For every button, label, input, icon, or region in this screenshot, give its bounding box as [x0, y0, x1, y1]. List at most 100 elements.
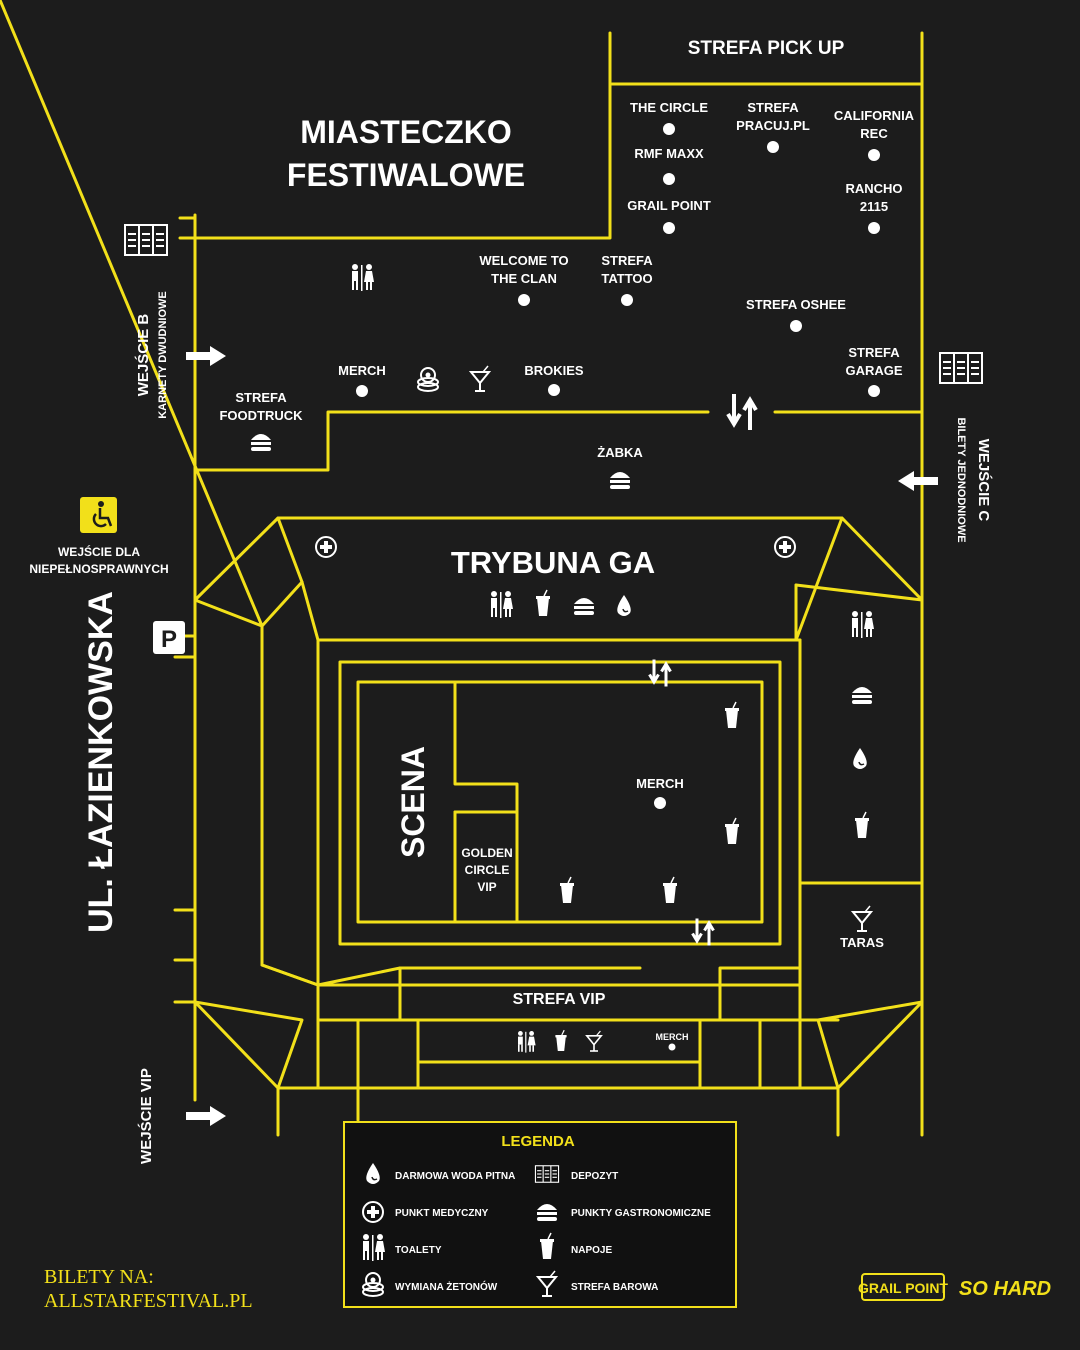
legend-item-label: NAPOJE: [571, 1245, 612, 1256]
poi-pracuj-label-2: PRACUJ.PL: [736, 118, 810, 133]
poi-california-label-2: REC: [860, 126, 888, 141]
drink-cup-icon: [535, 589, 551, 617]
cocktail-icon: [585, 1030, 603, 1052]
golden-circle-label-1: GOLDEN: [461, 846, 512, 860]
cocktail-icon: [852, 905, 872, 932]
burger-icon: [574, 598, 594, 615]
poi-rancho-label-1: RANCHO: [845, 181, 902, 196]
poi-pracuj-label-1: STREFA: [747, 100, 799, 115]
legend-item-label: STREFA BAROWA: [571, 1282, 658, 1293]
poi-the-circle-label: THE CIRCLE: [630, 100, 708, 115]
legend-item-label: TOALETY: [395, 1245, 442, 1256]
tickets-label: BILETY NA:: [44, 1266, 154, 1288]
vip-zone-title: STREFA VIP: [513, 991, 606, 1008]
poi-merch-vip-label: MERCH: [656, 1032, 689, 1042]
poi-tattoo-dot[interactable]: [621, 294, 633, 306]
toilet-icon: [852, 611, 874, 638]
water-drop-icon: [616, 594, 632, 617]
route-lines: [0, 0, 924, 1137]
poi-merch-top-label: MERCH: [338, 363, 386, 378]
pickup-zone-label: STREFA PICK UP: [688, 38, 845, 59]
legend-item-label: DEPOZYT: [571, 1171, 618, 1182]
medical-cross-icon: [315, 536, 337, 558]
toilet-icon: [491, 591, 513, 618]
festival-town-title-1: MIASTECZKO: [300, 114, 512, 150]
poi-tattoo-label-1: STREFA: [601, 253, 653, 268]
poi-foodtruck-label-1: STREFA: [235, 390, 287, 405]
entrance-vip-title: WEJŚCIE VIP: [137, 1068, 155, 1164]
poi-merch-floor-label: MERCH: [636, 776, 684, 791]
street-name: UL. ŁAZIENKOWSKA: [82, 591, 120, 933]
wheelchair-icon: [80, 497, 117, 533]
grandstand-title: TRYBUNA GA: [451, 545, 655, 580]
poi-rmf-dot[interactable]: [663, 173, 675, 185]
locker-icon: [939, 352, 983, 384]
burger-icon: [852, 687, 872, 704]
poi-foodtruck-label-2: FOODTRUCK: [219, 408, 303, 423]
poi-the-circle-dot[interactable]: [663, 123, 675, 135]
drink-cup-icon: [724, 817, 740, 845]
poi-grail-label: GRAIL POINT: [627, 198, 711, 213]
golden-circle-label-3: VIP: [477, 880, 496, 894]
locker-icon: [124, 224, 168, 256]
drink-cup-icon: [559, 876, 575, 904]
tickets-url[interactable]: ALLSTARFESTIVAL.PL: [44, 1290, 253, 1312]
poi-garage-label-2: GARAGE: [845, 363, 902, 378]
legend-item-label: WYMIANA ŻETONÓW: [395, 1280, 498, 1293]
entrances: WEJŚCIE B KARNETY DWUDNIOWE WEJŚCIE C BI…: [29, 291, 993, 1164]
poi-rancho-label-2: 2115: [860, 199, 888, 214]
water-drop-icon: [852, 747, 868, 770]
poi-markers: THE CIRCLE STREFA PRACUJ.PL CALIFORNIA R…: [219, 100, 915, 1051]
entrance-b-title: WEJŚCIE B: [134, 314, 152, 397]
festival-town-title-2: FESTIWALOWE: [287, 157, 525, 193]
entrance-c-arrow-icon[interactable]: [898, 471, 938, 491]
disabled-entrance-label-2: NIEPEŁNOSPRAWNYCH: [29, 562, 168, 576]
entrance-b-subtitle: KARNETY DWUDNIOWE: [157, 291, 169, 419]
poi-garage-label-1: STREFA: [848, 345, 900, 360]
poi-garage-dot[interactable]: [868, 385, 880, 397]
parking-icon: [153, 621, 185, 654]
token-icon: [417, 367, 439, 392]
terrace-label: TARAS: [840, 935, 884, 950]
poi-oshee-dot[interactable]: [790, 320, 802, 332]
poi-brokies-dot[interactable]: [548, 384, 560, 396]
poi-rmf-label: RMF MAXX: [634, 146, 704, 161]
poi-california-dot[interactable]: [868, 149, 880, 161]
entrance-c-title: WEJŚCIE C: [975, 439, 993, 522]
poi-welcome-dot[interactable]: [518, 294, 530, 306]
legend-item-label: PUNKT MEDYCZNY: [395, 1208, 489, 1219]
disabled-entrance-label-1: WEJŚCIE DLA: [58, 544, 140, 559]
poi-merch-top-dot[interactable]: [356, 385, 368, 397]
grail-point-brand: GRAIL POINT: [858, 1280, 948, 1296]
parking-letter: P: [161, 626, 177, 653]
entrance-b-arrow-icon[interactable]: [186, 346, 226, 366]
toilet-icon: [518, 1031, 536, 1053]
stage-title: SCENA: [395, 746, 431, 858]
cocktail-icon: [470, 365, 490, 392]
drink-cup-icon: [662, 876, 678, 904]
poi-tattoo-label-2: TATTOO: [601, 271, 652, 286]
foodtruck-burger-icon: [251, 434, 271, 451]
poi-grail-dot[interactable]: [663, 222, 675, 234]
two-way-arrows-icon: [726, 392, 758, 432]
poi-rancho-dot[interactable]: [868, 222, 880, 234]
so-hard-brand: SO HARD: [959, 1278, 1051, 1300]
medical-cross-icon: [774, 536, 796, 558]
poi-california-label-1: CALIFORNIA: [834, 108, 915, 123]
poi-oshee-label: STREFA OSHEE: [746, 297, 846, 312]
drink-cup-icon: [724, 701, 740, 729]
zabka-burger-icon: [610, 472, 630, 489]
legend-item-label: PUNKTY GASTRONOMICZNE: [571, 1208, 711, 1219]
entrance-vip-arrow-icon[interactable]: [186, 1106, 226, 1126]
drink-cup-icon: [554, 1029, 568, 1052]
legend-item-label: DARMOWA WODA PITNA: [395, 1171, 515, 1182]
poi-pracuj-dot[interactable]: [767, 141, 779, 153]
poi-welcome-label-2: THE CLAN: [491, 271, 557, 286]
poi-zabka-label: ŻABKA: [597, 445, 643, 460]
toilet-icon: [352, 264, 374, 291]
poi-merch-floor-dot[interactable]: [654, 797, 666, 809]
golden-circle-label-2: CIRCLE: [465, 863, 510, 877]
poi-merch-vip-dot[interactable]: [668, 1043, 676, 1051]
